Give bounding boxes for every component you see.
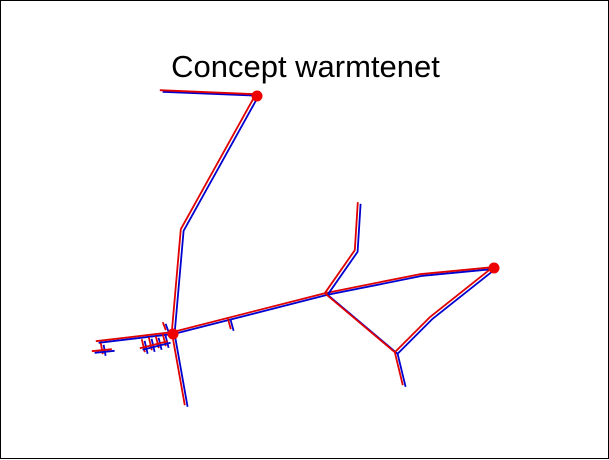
pipe-north-trunk [170, 93, 260, 334]
pipe-service-tick-return-line [229, 319, 235, 332]
pipe-east-loop-supply-line [394, 266, 494, 353]
pipe-north-branch [324, 202, 362, 296]
pipe-service-tick-supply-line [226, 317, 232, 330]
pipe-left-service-b-return-line [94, 349, 115, 354]
pipe-east-loop-return-line [396, 268, 497, 355]
pipe-service-short-supply-line [161, 321, 167, 331]
pipe-main-line [95, 266, 496, 344]
pipe-service-tick [226, 317, 235, 332]
pipe-southeast-branch [324, 292, 407, 388]
pipe-top-stub [159, 89, 259, 97]
slide-title: Concept warmtenet [171, 49, 440, 84]
pipe-southeast-branch-supply-line [324, 292, 404, 386]
node-markers [167, 90, 500, 340]
node-east-marker [488, 262, 500, 274]
pipe-south-stub [170, 332, 189, 407]
pipe-house-conn-5-supply-line [139, 340, 169, 350]
pipe-north-trunk-supply-line [170, 93, 257, 333]
node-junction-west-marker [167, 328, 179, 340]
pipe-south-stub-supply-line [170, 332, 186, 406]
pipe-north-trunk-return-line [173, 95, 260, 334]
pipe-house-conn-5 [139, 340, 171, 351]
pipe-left-service-b-supply-line [91, 348, 112, 353]
pipe-top-stub-return-line [162, 90, 259, 97]
pipe-south-stub-return-line [173, 333, 189, 407]
pipe-network [91, 89, 497, 407]
pipe-east-loop [394, 266, 497, 355]
pipe-service-short [161, 321, 170, 333]
pipe-north-branch-supply-line [324, 202, 359, 294]
pipe-southeast-branch-return-line [327, 294, 407, 388]
pipe-north-branch-return-line [326, 203, 362, 296]
pipe-top-stub-supply-line [159, 89, 256, 96]
node-north-marker [251, 90, 263, 102]
pipe-main-line-return-line [98, 267, 496, 344]
pipe-left-service-b [91, 348, 115, 354]
pipe-service-short-return-line [164, 323, 170, 333]
pipe-house-conn-5-return-line [142, 341, 171, 351]
